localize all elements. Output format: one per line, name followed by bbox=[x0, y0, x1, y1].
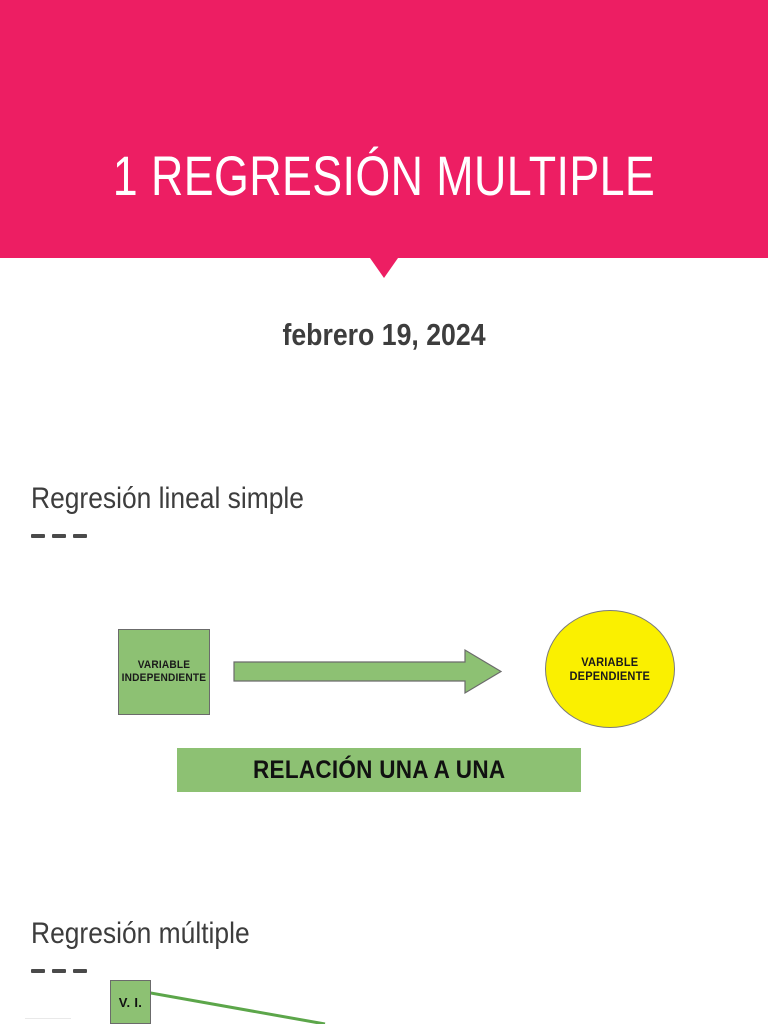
header-banner: 1 REGRESIÓN MULTIPLE bbox=[0, 0, 768, 258]
section-heading-multiple: Regresión múltiple bbox=[31, 917, 250, 950]
diagram-multiple-regression: V. I. bbox=[0, 960, 768, 1024]
dash-mark bbox=[52, 534, 66, 538]
node-vi-abbrev-label: V. I. bbox=[118, 994, 143, 1010]
node-label-line2: DEPENDIENTE bbox=[569, 669, 651, 683]
presentation-date: febrero 19, 2024 bbox=[282, 317, 486, 352]
node-label-line2: INDEPENDIENTE bbox=[121, 672, 207, 684]
dash-mark bbox=[73, 969, 87, 973]
node-label-line1: VARIABLE bbox=[581, 655, 639, 669]
caption-bar-label: RELACIÓN UNA A UNA bbox=[252, 756, 506, 784]
dash-mark bbox=[31, 534, 45, 538]
section-rule-multiple bbox=[31, 969, 87, 973]
section-rule-simple bbox=[31, 534, 87, 538]
caption-bar-relacion[interactable]: RELACIÓN UNA A UNA bbox=[177, 748, 581, 792]
node-variable-independiente-label: VARIABLE INDEPENDIENTE bbox=[122, 659, 206, 685]
page-title: 1 REGRESIÓN MULTIPLE bbox=[112, 144, 656, 207]
node-variable-dependiente[interactable]: VARIABLE DEPENDIENTE bbox=[545, 610, 675, 728]
banner-notch-icon bbox=[370, 258, 398, 278]
section-heading-simple: Regresión lineal simple bbox=[31, 482, 304, 515]
connector-line-icon bbox=[145, 978, 445, 1024]
node-label-line1: VARIABLE bbox=[137, 659, 191, 671]
node-vi-abbrev[interactable]: V. I. bbox=[110, 980, 151, 1024]
dash-mark bbox=[52, 969, 66, 973]
dash-mark bbox=[73, 534, 87, 538]
faint-divider bbox=[25, 1018, 71, 1019]
node-variable-independiente[interactable]: VARIABLE INDEPENDIENTE bbox=[118, 629, 210, 715]
node-variable-dependiente-label: VARIABLE DEPENDIENTE bbox=[570, 655, 651, 683]
arrow-right-icon bbox=[233, 648, 503, 695]
dash-mark bbox=[31, 969, 45, 973]
